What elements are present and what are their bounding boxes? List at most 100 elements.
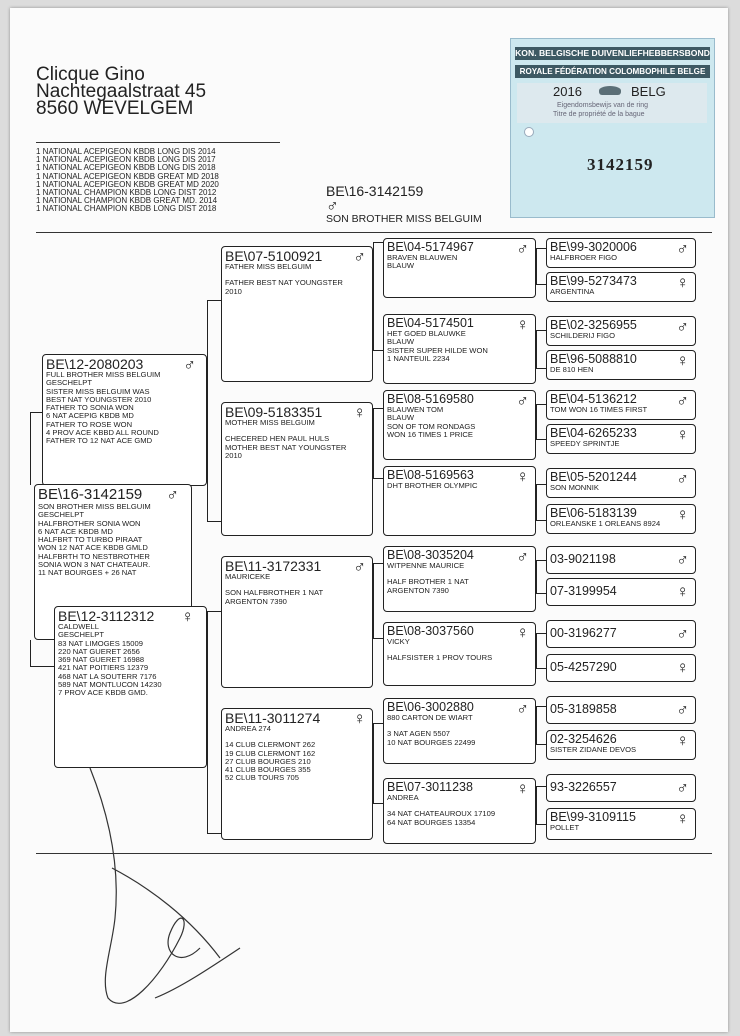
pedigree-card-g4[interactable]: BE\08-5169563 ♀ DHT BROTHER OLYMPIC bbox=[383, 466, 536, 536]
pedigree-line: SON BROTHER MISS BELGUIM bbox=[38, 502, 151, 511]
pedigree-card-g8[interactable]: BE\07-3011238 ♀ ANDREA 34 NAT CHATEAUROU… bbox=[383, 778, 536, 844]
male-icon: ♂ bbox=[676, 469, 689, 488]
pedigree-line: 6 NAT ACEPIG KBDB MD bbox=[46, 411, 134, 421]
pedigree-line: HALFBROTHER SONIA WON bbox=[38, 518, 141, 528]
pedigree-card-h1[interactable]: BE\99-3020006 ♂ HALFBROER FIGO bbox=[546, 238, 696, 268]
pedigree-card-h2[interactable]: BE\99-5273473 ♀ ARGENTINA bbox=[546, 272, 696, 302]
pedigree-card-h9[interactable]: 03-9021198 ♂ bbox=[546, 546, 696, 574]
connector-line bbox=[373, 408, 383, 410]
owner-city: 8560 WEVELGEM bbox=[36, 98, 194, 119]
pedigree-line: HALFBROER FIGO bbox=[550, 253, 618, 262]
pedigree-card-g1[interactable]: BE\04-5174967 ♂ BRAVEN BLAUWEN BLAUW bbox=[383, 238, 536, 298]
pedigree-card-h11[interactable]: 00-3196277 ♂ bbox=[546, 620, 696, 648]
pedigree-line: BRAVEN BLAUWEN bbox=[387, 253, 458, 262]
connector-line bbox=[207, 833, 221, 835]
male-icon: ♂ bbox=[676, 624, 689, 643]
pedigree-card-h13[interactable]: 05-3189858 ♂ bbox=[546, 696, 696, 724]
pedigree-line: HALF BROTHER 1 NAT bbox=[387, 577, 469, 587]
pedigree-card-h10[interactable]: 07-3199954 ♀ bbox=[546, 578, 696, 606]
connector-line bbox=[207, 300, 221, 302]
pedigree-line: 369 NAT GUERET 16988 bbox=[58, 655, 145, 665]
pedigree-line: 41 CLUB BOURGES 355 bbox=[225, 765, 311, 775]
ring-number: BE\09-5183351 bbox=[225, 404, 323, 420]
pedigree-card-dam[interactable]: BE\12-3112312 ♀ CALDWELL GESCHELPT 83 NA… bbox=[54, 606, 207, 768]
female-icon: ♀ bbox=[516, 623, 529, 642]
achievements-list: 1 NATIONAL ACEPIGEON KBDB LONG DIS 2014 … bbox=[36, 147, 219, 214]
owner-name: Clicque Gino bbox=[36, 64, 145, 85]
owner-block: Clicque Gino Nachtegaalstraat 45 8560 WE… bbox=[36, 64, 206, 119]
pedigree-card-h8[interactable]: BE\06-5183139 ♀ ORLEANSKE 1 ORLEANS 8924 bbox=[546, 504, 696, 534]
connector-line bbox=[536, 560, 538, 593]
pedigree-card-sire-sire[interactable]: BE\07-5100921 ♂ FATHER MISS BELGUIM FATH… bbox=[221, 246, 373, 382]
pedigree-card-h14[interactable]: 02-3254626 ♀ SISTER ZIDANE DEVOS bbox=[546, 730, 696, 760]
subject-ring: BE\16-3142159 bbox=[326, 183, 424, 199]
ring-number: BE\12-3112312 bbox=[58, 608, 155, 624]
ring-number: 02-3254626 bbox=[550, 732, 617, 746]
connector-line bbox=[536, 404, 538, 439]
male-icon: ♂ bbox=[326, 196, 339, 215]
subject-title: SON BROTHER MISS BELGUIM bbox=[326, 213, 482, 225]
ring-number: 05-3189858 bbox=[550, 702, 617, 716]
pedigree-card-h4[interactable]: BE\96-5088810 ♀ DE 810 HEN bbox=[546, 350, 696, 380]
ring-number: BE\11-3011274 bbox=[225, 710, 321, 726]
pedigree-line: WITPENNE MAURICE bbox=[387, 561, 465, 570]
connector-line bbox=[536, 404, 546, 406]
connector-line bbox=[373, 563, 383, 565]
ring-number: BE\05-5201244 bbox=[550, 470, 637, 484]
pedigree-card-g7[interactable]: BE\06-3002880 ♂ 880 CARTON DE WIART 3 NA… bbox=[383, 698, 536, 764]
pedigree-card-h15[interactable]: 93-3226557 ♂ bbox=[546, 774, 696, 802]
stamp-country: BELG bbox=[631, 84, 666, 99]
pedigree-card-h12[interactable]: 05-4257290 ♀ bbox=[546, 654, 696, 682]
stamp-ownership-fr: Titre de propriété de la bague bbox=[553, 111, 645, 118]
pedigree-card-h5[interactable]: BE\04-5136212 ♂ TOM WON 16 TIMES FIRST bbox=[546, 390, 696, 420]
achievement-item: 1 NATIONAL CHAMPION KBDB LONG DIST 2018 bbox=[36, 204, 217, 214]
stamp-ownership-nl: Eigendomsbewijs van de ring bbox=[557, 102, 649, 109]
pedigree-line: FATHER MISS BELGUIM bbox=[225, 262, 312, 271]
female-icon: ♀ bbox=[516, 467, 529, 486]
pedigree-line: WON 12 NAT ACE KBDB GMLD bbox=[38, 543, 148, 553]
connector-line bbox=[207, 611, 221, 613]
pedigree-card-g3[interactable]: BE\08-5169580 ♂ BLAUWEN TOM BLAUW SON OF… bbox=[383, 390, 536, 460]
connector-line bbox=[373, 563, 375, 638]
pedigree-line: 14 CLUB CLERMONT 262 bbox=[225, 740, 316, 750]
connector-line bbox=[536, 668, 546, 670]
pedigree-card-h6[interactable]: BE\04-6265233 ♀ SPEEDY SPRINTJE bbox=[546, 424, 696, 454]
pedigree-line: SISTER SUPER HILDE WON bbox=[387, 345, 488, 355]
ring-number: BE\99-5273473 bbox=[550, 274, 637, 288]
pedigree-card-dam-dam[interactable]: BE\11-3011274 ♀ ANDREA 274 14 CLUB CLERM… bbox=[221, 708, 373, 840]
pedigree-line: VICKY bbox=[387, 637, 410, 646]
male-icon: ♂ bbox=[166, 485, 179, 504]
divider bbox=[36, 232, 712, 233]
ring-number: BE\12-2080203 bbox=[46, 356, 144, 372]
pedigree-card-h16[interactable]: BE\99-3109115 ♀ POLLET bbox=[546, 808, 696, 840]
pedigree-card-g6[interactable]: BE\08-3037560 ♀ VICKY HALFSISTER 1 PROV … bbox=[383, 622, 536, 686]
female-icon: ♀ bbox=[676, 351, 689, 370]
stamp-info: 2016 BELG Eigendomsbewijs van de ring Ti… bbox=[517, 83, 707, 123]
pedigree-page: Clicque Gino Nachtegaalstraat 45 8560 WE… bbox=[10, 8, 728, 1032]
pedigree-line: 19 CLUB CLERMONT 162 bbox=[225, 748, 316, 758]
stamp-header-fr: ROYALE FÉDÉRATION COLOMBOPHILE BELGE bbox=[515, 65, 710, 78]
connector-line bbox=[373, 242, 375, 350]
pedigree-line: SON OF TOM RONDAGS bbox=[387, 421, 476, 431]
male-icon: ♂ bbox=[353, 557, 366, 576]
ring-number: BE\11-3172331 bbox=[225, 558, 322, 574]
female-icon: ♀ bbox=[676, 425, 689, 444]
male-icon: ♂ bbox=[516, 391, 529, 410]
pedigree-line: FATHER TO ROSE WON bbox=[46, 419, 133, 429]
pedigree-card-sire[interactable]: BE\12-2080203 ♂ FULL BROTHER MISS BELGUI… bbox=[42, 354, 207, 486]
connector-line bbox=[30, 640, 32, 666]
pedigree-card-dam-sire[interactable]: BE\11-3172331 ♂ MAURICEKE SON HALFBROTHE… bbox=[221, 556, 373, 688]
ring-number: 05-4257290 bbox=[550, 660, 617, 674]
connector-line bbox=[536, 824, 546, 826]
connector-line bbox=[536, 706, 538, 744]
pedigree-card-h3[interactable]: BE\02-3256955 ♂ SCHILDERIJ FIGO bbox=[546, 316, 696, 346]
pedigree-line: SISTER MISS BELGUIM WAS bbox=[46, 386, 150, 396]
pedigree-card-g2[interactable]: BE\04-5174501 ♀ HET GOED BLAUWKE BLAUW S… bbox=[383, 314, 536, 384]
pedigree-line: HET GOED BLAUWKE bbox=[387, 329, 466, 338]
ring-number: BE\06-3002880 bbox=[387, 700, 474, 714]
pedigree-card-g5[interactable]: BE\08-3035204 ♂ WITPENNE MAURICE HALF BR… bbox=[383, 546, 536, 612]
pedigree-line: 64 NAT BOURGES 13354 bbox=[387, 817, 476, 827]
pedigree-line: BEST NAT YOUNGSTER 2010 bbox=[46, 394, 152, 404]
pedigree-card-sire-dam[interactable]: BE\09-5183351 ♀ MOTHER MISS BELGUIM CHEC… bbox=[221, 402, 373, 536]
pedigree-card-h7[interactable]: BE\05-5201244 ♂ SON MONNIK bbox=[546, 468, 696, 498]
